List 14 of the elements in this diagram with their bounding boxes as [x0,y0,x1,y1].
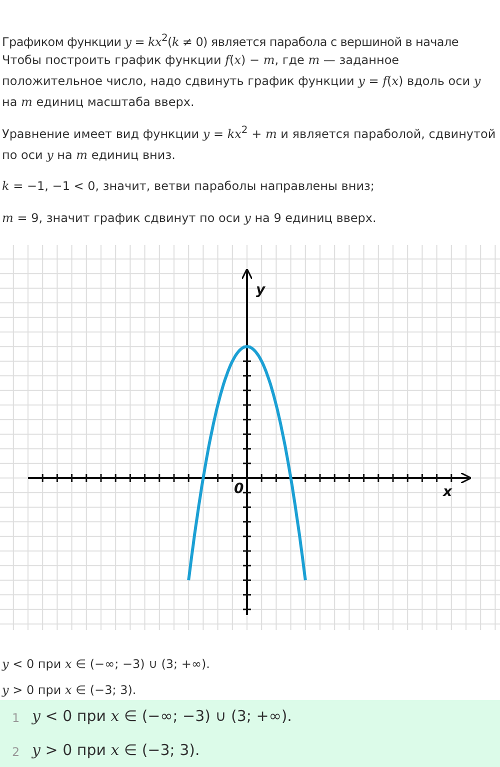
paragraph: Уравнение имеет вид функции y = kx$^{2}$ + m и является параболой, сдвинутой по оси y на m единиц вниз. [2,124,497,164]
axis-label: x [443,483,452,502]
answer-line: y < 0 при x ∈ (−∞; −3) ∪ (3; +∞). [2,656,211,673]
equation-line: m = 9, значит график сдвинут по оси y на 9 единиц вверх. [2,210,378,227]
answer-line: y < 0 при x ∈ (−∞; −3) ∪ (3; +∞). [32,706,293,727]
item-number: 1 [12,710,21,727]
answer-line: y > 0 при x ∈ (−3; 3). [2,682,138,699]
paragraph: Графиком функции y = kx$^{2}$(k ≠ 0) является парабола с вершиной в начале [2,32,460,51]
paragraph: Чтобы построить график функции f(x) − m, где m — заданное положительное число, надо сдвинуть график функции y = f(x) вдоль оси y на m единиц масштаба вверх. [2,52,482,111]
answer-line: y > 0 при x ∈ (−3; 3). [32,740,201,761]
axis-label: y [256,281,266,300]
item-number: 2 [12,744,21,761]
origin-label: 0 [234,480,244,499]
equation-line: k = −1, −1 < 0, значит, ветви параболы направлены вниз; [2,178,376,195]
